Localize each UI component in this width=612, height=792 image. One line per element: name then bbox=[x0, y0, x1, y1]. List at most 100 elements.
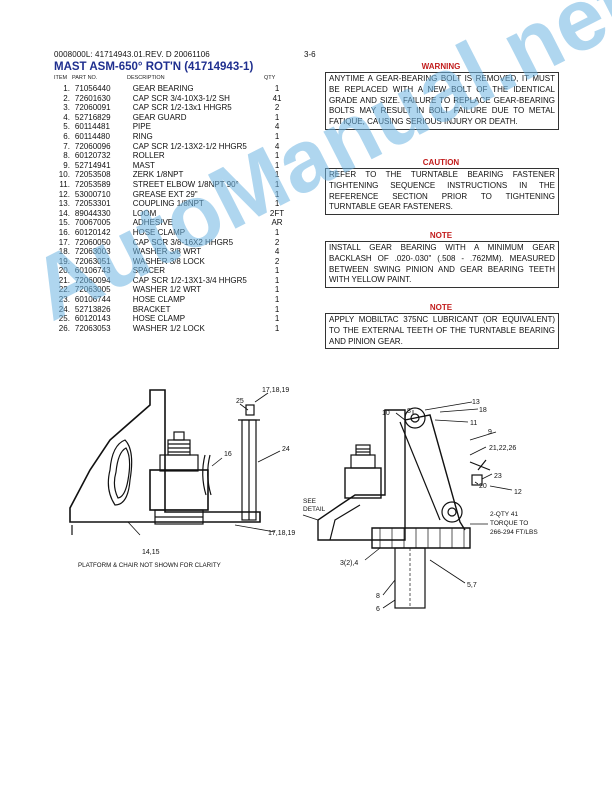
callout-14-15: 14,15 bbox=[142, 549, 160, 556]
part-number: 72060094 bbox=[74, 275, 111, 285]
part-number: 60106743 bbox=[74, 266, 111, 276]
item-number: 3. bbox=[63, 103, 70, 113]
part-description: CAP SCR 3/8-16X2 HHGR5 bbox=[132, 237, 234, 247]
callout-17-18-19-top: 17,18,19 bbox=[262, 387, 289, 394]
part-description: WASHER 1/2 LOCK bbox=[132, 323, 205, 333]
part-number: 72063053 bbox=[74, 323, 111, 333]
item-number: 7. bbox=[63, 141, 70, 151]
part-description: CAP SCR 1/2-13X1-3/4 HHGR5 bbox=[132, 275, 247, 285]
item-number: 22. bbox=[58, 285, 70, 295]
part-qty: 1 bbox=[274, 179, 280, 189]
part-description: STREET ELBOW 1/8NPT 90° bbox=[132, 179, 239, 189]
part-qty: 2 bbox=[274, 256, 280, 266]
part-description: SPACER bbox=[132, 266, 165, 276]
part-qty: 4 bbox=[274, 122, 280, 132]
callout-10: 10 bbox=[382, 410, 390, 417]
note2-heading: NOTE bbox=[429, 303, 453, 312]
warning-heading: WARNING bbox=[421, 62, 461, 71]
part-number: 72053508 bbox=[74, 170, 111, 180]
part-number: 72601630 bbox=[74, 93, 111, 103]
right-mast-detail-drawing: 10 8 13 18 11 9 21,22,26 23 20 12 3(2),4… bbox=[317, 399, 538, 613]
callout-13: 13 bbox=[472, 399, 480, 406]
part-description: WASHER 3/8 WRT bbox=[132, 247, 202, 257]
part-description: PIPE bbox=[132, 122, 151, 132]
part-number: 60114480 bbox=[74, 131, 110, 141]
item-number: 6. bbox=[63, 131, 70, 141]
item-number: 21. bbox=[58, 275, 70, 285]
item-number: 14. bbox=[58, 208, 70, 218]
part-qty: 1 bbox=[274, 295, 280, 305]
part-number: 72053589 bbox=[74, 179, 111, 189]
callout-25: 25 bbox=[236, 398, 244, 405]
item-number: 15. bbox=[58, 218, 70, 228]
callout-17-18-19-bottom: 17,18,19 bbox=[268, 530, 295, 537]
callout-24: 24 bbox=[282, 446, 290, 453]
part-number: 60120732 bbox=[74, 151, 111, 161]
item-number: 13. bbox=[58, 199, 70, 209]
part-qty: 1 bbox=[274, 151, 280, 161]
part-qty: AR bbox=[271, 218, 283, 228]
caution-heading: CAUTION bbox=[422, 158, 460, 167]
callout-11: 11 bbox=[470, 420, 477, 427]
item-number: 26. bbox=[58, 323, 70, 333]
part-description: HOSE CLAMP bbox=[132, 227, 186, 237]
callout-12: 12 bbox=[514, 489, 522, 496]
item-number: 17. bbox=[58, 237, 70, 247]
part-description: RING bbox=[132, 131, 153, 141]
torque-note-line1: 2-QTY 41 bbox=[490, 511, 518, 518]
part-number: 60120143 bbox=[74, 314, 111, 324]
document-reference: 0008000L: 41714943.01.REV. D 20061106 bbox=[54, 50, 210, 59]
item-number: 9. bbox=[63, 160, 70, 170]
item-number: 4. bbox=[63, 112, 70, 122]
warning-text: ANYTIME A GEAR-BEARING BOLT IS REMOVED, … bbox=[325, 72, 559, 130]
part-description: LOOM bbox=[132, 208, 157, 218]
part-qty: 1 bbox=[274, 314, 280, 324]
part-qty: 1 bbox=[274, 189, 280, 199]
callout-5-7: 5,7 bbox=[467, 582, 477, 589]
part-number: 52714941 bbox=[74, 160, 111, 170]
part-number: 71056440 bbox=[74, 84, 111, 93]
col-header-part-no: PART NO. bbox=[72, 75, 98, 81]
part-qty: 1 bbox=[274, 227, 280, 237]
callout-21-22-26: 21,22,26 bbox=[489, 445, 516, 452]
col-header-description: DESCRIPTION bbox=[127, 75, 165, 81]
item-number: 5. bbox=[63, 122, 70, 132]
part-description: HOSE CLAMP bbox=[132, 295, 186, 305]
col-header-qty: QTY bbox=[264, 75, 276, 81]
part-qty: 1 bbox=[274, 112, 280, 122]
part-number: 60106744 bbox=[74, 295, 111, 305]
part-number: 72063051 bbox=[74, 256, 111, 266]
item-number: 8. bbox=[63, 151, 70, 161]
left-drawing-caption: PLATFORM & CHAIR NOT SHOWN FOR CLARITY bbox=[78, 562, 221, 569]
part-description: WASHER 1/2 WRT bbox=[132, 285, 202, 295]
part-description: ROLLER bbox=[132, 151, 165, 161]
callout-18: 18 bbox=[479, 407, 487, 414]
callout-16: 16 bbox=[224, 451, 232, 458]
part-qty: 2FT bbox=[269, 208, 285, 218]
item-number: 1. bbox=[63, 84, 70, 93]
item-number: 12. bbox=[58, 189, 70, 199]
part-number: 72063005 bbox=[74, 285, 111, 295]
part-qty: 1 bbox=[274, 275, 280, 285]
item-number: 25. bbox=[58, 314, 70, 324]
torque-note-line2: TORQUE TO bbox=[490, 520, 528, 527]
part-number: 53000710 bbox=[74, 189, 111, 199]
part-description: WASHER 3/8 LOCK bbox=[132, 256, 205, 266]
callout-20: 20 bbox=[479, 483, 487, 490]
callout-3-2-4: 3(2),4 bbox=[340, 560, 358, 567]
part-number: 52716829 bbox=[74, 112, 111, 122]
part-number: 72063003 bbox=[74, 247, 111, 257]
note2-text: APPLY MOBILTAC 375NC LUBRICANT (OR EQUIV… bbox=[325, 313, 559, 350]
part-qty: 1 bbox=[274, 160, 280, 170]
